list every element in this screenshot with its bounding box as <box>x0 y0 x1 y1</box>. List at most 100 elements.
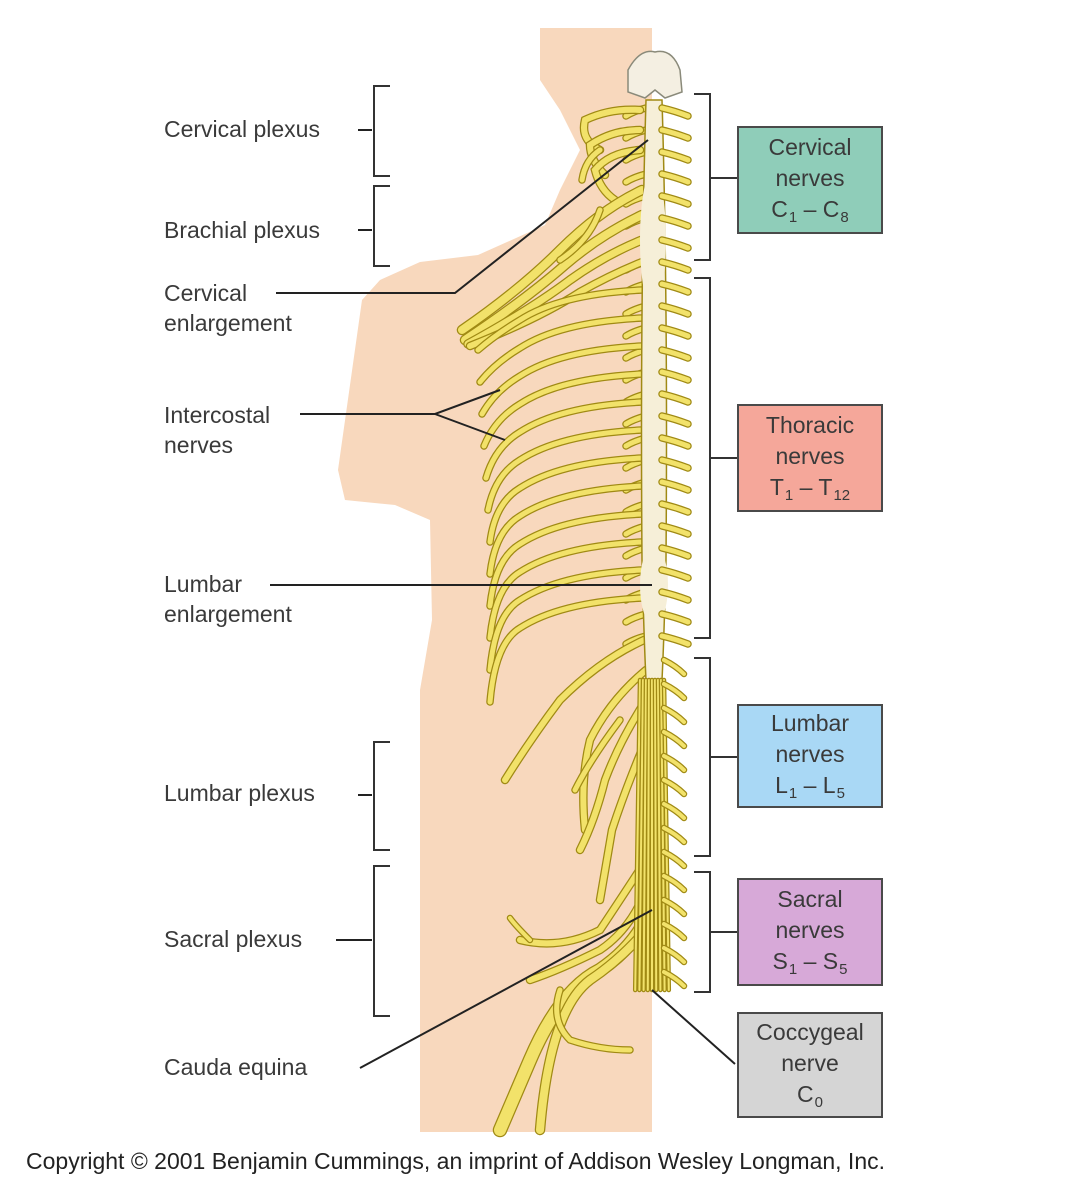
bracket-brachial-plexus <box>373 185 390 267</box>
right-lower-nerve-stub <box>662 802 686 820</box>
right-spinal-nerve-stub <box>659 347 691 361</box>
intercostal-nerve <box>479 343 645 417</box>
pointer-cauda-equina <box>359 909 653 1069</box>
right-lower-nerve-stub <box>662 922 686 940</box>
intercostal-nerve <box>485 427 645 513</box>
label-lumbar-plexus: Lumbar plexus <box>164 780 315 806</box>
right-lower-nerve-stub <box>662 706 686 724</box>
lumbar-plexus-branch <box>580 667 649 833</box>
cervical-plexus-branch <box>579 147 603 183</box>
right-spinal-nerve-stub <box>659 545 691 559</box>
right-spinal-nerve-stub <box>659 391 691 405</box>
lumbar-plexus-branch <box>597 737 649 903</box>
right-spinal-nerve-stub <box>659 105 691 119</box>
label-lumbar-enlargement-line2: enlargement <box>164 601 292 627</box>
label-cervical-enlargement-line1: Cervical <box>164 280 248 306</box>
box-cervical-nerves: Cervical nerves C1 – C8 <box>737 126 883 234</box>
label-lumbar-enlargement-line1: Lumbar <box>164 571 242 597</box>
box-lumbar-nerves: Lumbar nerves L1 – L5 <box>737 704 883 808</box>
intercostal-nerve <box>487 567 645 673</box>
box-range: L1 – L5 <box>775 772 845 802</box>
box-range: C0 <box>797 1081 823 1111</box>
right-lower-nerve-stub <box>662 658 686 676</box>
right-lower-nerve-stub <box>662 874 686 892</box>
intercostal-nerve <box>477 315 645 385</box>
right-spinal-nerve-stub <box>659 259 691 273</box>
right-spinal-nerve-stub <box>659 523 691 537</box>
box-coccygeal-nerve: Coccygeal nerve C0 <box>737 1012 883 1118</box>
sacral-plexus-branch <box>508 916 532 942</box>
sacral-plexus-branch <box>517 857 649 947</box>
box-line2: nerves <box>775 917 845 943</box>
box-range: T1 – T12 <box>769 474 851 504</box>
right-spinal-nerve-stub <box>659 303 691 317</box>
brachial-plexus-nerve <box>458 186 646 334</box>
cauda-equina-fiber <box>654 679 658 991</box>
box-range: C1 – C8 <box>771 196 849 226</box>
right-spinal-nerve-stub <box>659 171 691 185</box>
right-spinal-nerve-stub <box>659 633 691 647</box>
intercostal-nerve <box>487 539 645 641</box>
box-line2: nerves <box>775 165 845 191</box>
right-spinal-nerve-stub <box>659 435 691 449</box>
right-spinal-nerve-stub <box>659 237 691 251</box>
box-sacral-nerves: Sacral nerves S1 – S5 <box>737 878 883 986</box>
right-lower-nerve-stub <box>662 682 686 700</box>
lumbar-enlargement-bulge <box>640 545 668 625</box>
pointer-coccygeal-nerve <box>651 989 736 1065</box>
label-brachial-plexus: Brachial plexus <box>164 217 320 243</box>
right-spinal-nerve-stub <box>659 325 691 339</box>
right-spinal-nerve-stub <box>659 127 691 141</box>
label-cervical-plexus: Cervical plexus <box>164 116 320 142</box>
sciatic-nerve <box>536 926 650 1134</box>
bracket-sacral-nerves <box>694 871 711 993</box>
box-line1: Cervical <box>768 134 852 160</box>
right-spinal-nerve-stub <box>659 193 691 207</box>
box-thoracic-nerves: Thoracic nerves T1 – T12 <box>737 404 883 512</box>
pointer-intercostal-2 <box>434 413 506 441</box>
bracket-cervical-plexus <box>373 85 390 177</box>
right-spinal-nerve-stub <box>659 501 691 515</box>
cauda-equina-fiber <box>638 679 644 991</box>
right-spinal-nerve-stub <box>659 479 691 493</box>
right-spinal-nerve-stub <box>659 215 691 229</box>
label-sacral-plexus: Sacral plexus <box>164 926 303 952</box>
intercostal-nerve <box>487 455 645 545</box>
bracket-lumbar-plexus <box>373 741 390 851</box>
label-intercostal-line2: nerves <box>164 432 234 458</box>
right-lower-nerve-stub <box>662 898 686 916</box>
box-line1: Lumbar <box>771 710 849 736</box>
right-lower-nerve-stub <box>662 850 686 868</box>
brachial-plexus-nerve <box>557 207 603 263</box>
right-spinal-nerve-stub <box>659 589 691 603</box>
lumbar-plexus-branch <box>577 697 649 853</box>
right-spinal-nerve-stub <box>659 369 691 383</box>
right-spinal-nerve-stub <box>659 611 691 625</box>
lumbar-plexus-branch <box>572 717 623 793</box>
intercostal-nerve <box>487 595 645 705</box>
brachial-plexus-nerve <box>461 211 646 344</box>
cauda-equina-fiber <box>646 679 650 991</box>
box-line1: Sacral <box>777 886 843 912</box>
brachial-plexus-nerve <box>464 236 646 348</box>
bracket-sacral-plexus <box>373 865 390 1017</box>
cauda-equina-fiber <box>634 679 641 991</box>
label-cauda-equina: Cauda equina <box>164 1054 308 1080</box>
right-spinal-nerve-stub <box>659 567 691 581</box>
label-cervical-enlargement-line2: enlargement <box>164 310 292 336</box>
box-line1: Coccygeal <box>756 1019 864 1045</box>
right-spinal-nerve-stub <box>659 413 691 427</box>
intercostal-nerve <box>487 483 645 577</box>
right-spinal-nerve-stub <box>659 457 691 471</box>
cervical-enlargement-bulge <box>640 170 666 310</box>
box-line2: nerves <box>775 741 845 767</box>
lumbar-plexus-branch <box>502 637 647 783</box>
cauda-equina-fiber <box>642 679 647 991</box>
right-spinal-nerve-stub <box>659 281 691 295</box>
right-spinal-nerve-stub <box>659 149 691 163</box>
intercostal-nerve <box>475 287 645 353</box>
box-range: S1 – S5 <box>772 948 848 978</box>
bracket-cervical-nerves <box>694 93 711 261</box>
